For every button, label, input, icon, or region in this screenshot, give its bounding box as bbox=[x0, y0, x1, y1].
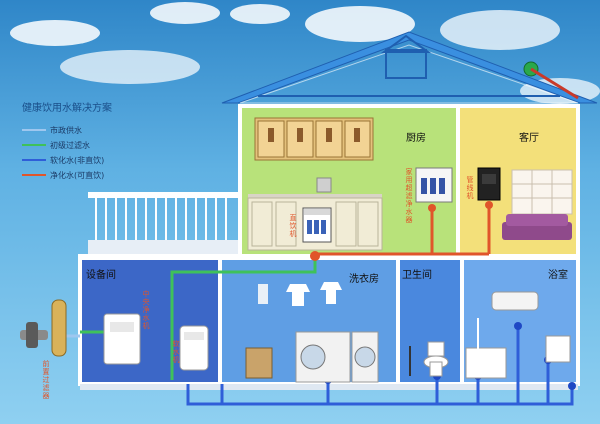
cloud bbox=[60, 50, 200, 84]
legend-label: 市政供水 bbox=[50, 125, 82, 135]
legend-swatch bbox=[22, 144, 46, 146]
label-household-ultra: 家用超滤净水器 bbox=[405, 168, 413, 224]
cloud bbox=[305, 6, 415, 42]
label-pre-filter: 前置过滤器 bbox=[42, 360, 50, 400]
legend-title: 健康饮用水解决方案 bbox=[22, 103, 112, 114]
legend-swatch bbox=[22, 129, 46, 131]
cloud bbox=[440, 10, 560, 50]
label-central-purifier: 中央净水机 bbox=[142, 290, 150, 330]
label-drinker: 直饮机 bbox=[289, 214, 297, 238]
legend-item-softened: 软化水(非直饮) bbox=[22, 154, 104, 166]
room-label-shower: 浴室 bbox=[548, 270, 568, 281]
cloud bbox=[10, 20, 100, 46]
legend-item-primary: 初级过滤水 bbox=[22, 139, 90, 151]
legend-item-municipal: 市政供水 bbox=[22, 124, 82, 136]
room-label-kitchen: 厨房 bbox=[406, 133, 426, 144]
label-softener: 软水机 bbox=[172, 340, 180, 364]
room-label-bathroom: 卫生间 bbox=[402, 270, 432, 281]
legend-label: 软化水(非直饮) bbox=[50, 155, 105, 165]
cloud bbox=[230, 4, 290, 24]
legend-label: 净化水(可直饮) bbox=[50, 170, 105, 180]
legend-item-purified: 净化水(可直饮) bbox=[22, 169, 104, 181]
legend-swatch bbox=[22, 174, 46, 176]
cloud bbox=[150, 2, 220, 24]
label-pipe-machine: 管线机 bbox=[466, 176, 474, 200]
room-label-living: 客厅 bbox=[519, 133, 539, 144]
legend-swatch bbox=[22, 159, 46, 161]
room-label-laundry: 洗衣房 bbox=[349, 274, 379, 285]
legend-label: 初级过滤水 bbox=[50, 140, 90, 150]
room-label-equipment: 设备间 bbox=[86, 270, 116, 281]
